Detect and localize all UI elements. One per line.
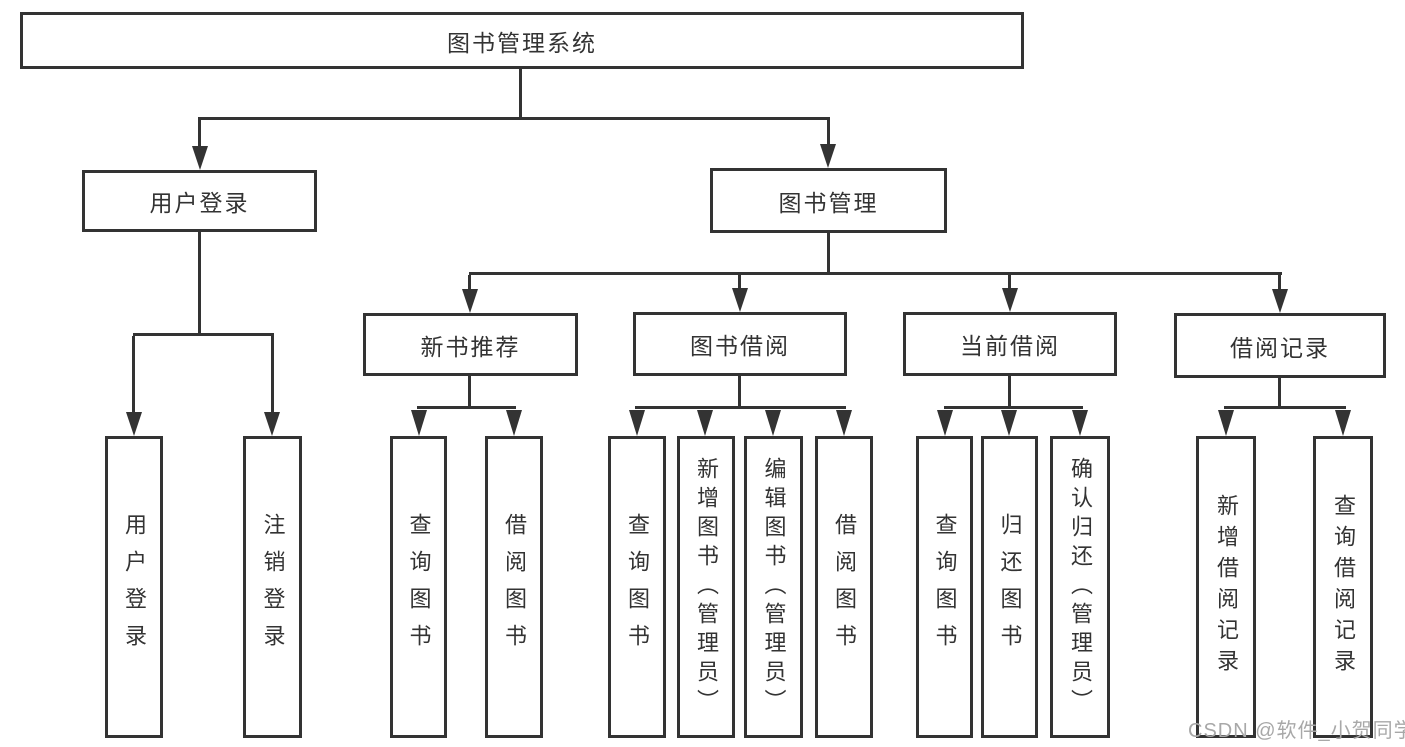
- leaf-query-books-borrow: 查询图书: [608, 436, 666, 738]
- node-borrow-records: 借阅记录: [1174, 313, 1386, 378]
- leaf-user-login-label: 用户登录: [122, 513, 147, 661]
- leaf-logout-label: 注销登录: [260, 513, 286, 661]
- arrow-to-leaf-query-books-recommend: [411, 410, 427, 436]
- arrow-to-leaf-user-login: [126, 412, 142, 436]
- leaf-borrow-books-recommend: 借阅图书: [485, 436, 543, 738]
- leaf-query-books-current-label: 查询图书: [932, 513, 958, 661]
- connector-user-login-rail: [133, 333, 274, 336]
- arrow-to-borrow-records: [1272, 289, 1288, 313]
- arrow-to-leaf-add-books: [697, 410, 713, 436]
- leaf-return-books: 归还图书: [981, 436, 1038, 738]
- leaf-query-books-borrow-label: 查询图书: [625, 513, 650, 661]
- arrow-to-new-book-recommend: [462, 289, 478, 313]
- connector-root-stem: [519, 69, 522, 120]
- node-current-borrow-label: 当前借阅: [960, 333, 1060, 359]
- node-new-book-recommend-label: 新书推荐: [420, 333, 521, 360]
- leaf-add-borrow-record-label: 新增借阅记录: [1214, 494, 1239, 680]
- arrow-to-leaf-logout: [264, 412, 280, 436]
- leaf-add-books-admin-label: 新增图书（管理员）: [694, 456, 719, 718]
- connector-recommend-drop: [468, 275, 471, 292]
- leaf-edit-books-admin: 编辑图书（管理员）: [744, 436, 803, 738]
- connector-user-login-stem: [198, 232, 201, 336]
- leaf-query-books-recommend-label: 查询图书: [406, 513, 432, 661]
- node-current-borrow: 当前借阅: [903, 312, 1117, 376]
- leaf-confirm-return-admin-label: 确认归还（管理员）: [1068, 456, 1093, 718]
- node-user-login-label: 用户登录: [149, 190, 250, 216]
- arrow-to-leaf-add-borrow-record: [1218, 410, 1234, 436]
- arrow-to-leaf-query-borrow-record: [1335, 410, 1351, 436]
- leaf-borrow-books-label: 借阅图书: [832, 513, 857, 661]
- leaf-add-borrow-record: 新增借阅记录: [1196, 436, 1256, 738]
- connector-borrow-rail: [635, 406, 846, 409]
- connector-current-drop: [1008, 275, 1011, 292]
- leaf-user-login: 用户登录: [105, 436, 163, 738]
- connector-user-login-drop: [198, 120, 201, 150]
- connector-records-stem: [1278, 378, 1281, 409]
- node-borrow-records-label: 借阅记录: [1230, 334, 1330, 361]
- leaf-query-books-recommend: 查询图书: [390, 436, 447, 738]
- connector-current-rail: [944, 406, 1083, 409]
- arrow-to-leaf-query-books-current: [937, 410, 953, 436]
- connector-leaf1-drop: [132, 336, 135, 414]
- connector-leaf2-drop: [271, 336, 274, 414]
- connector-recommend-stem: [468, 376, 471, 409]
- node-book-management-label: 图书管理: [778, 189, 879, 216]
- node-user-login: 用户登录: [82, 170, 317, 232]
- connector-book-mgmt-drop: [827, 120, 830, 146]
- arrow-to-user-login: [192, 146, 208, 170]
- leaf-return-books-label: 归还图书: [997, 513, 1023, 661]
- leaf-borrow-books: 借阅图书: [815, 436, 873, 738]
- arrow-to-leaf-edit-books: [765, 410, 781, 436]
- connector-borrow-drop: [738, 275, 741, 292]
- arrow-to-leaf-borrow-books: [836, 410, 852, 436]
- connector-records-rail: [1224, 406, 1346, 409]
- connector-current-stem: [1008, 376, 1011, 409]
- arrow-to-current-borrow: [1002, 288, 1018, 312]
- arrow-to-leaf-return-books: [1001, 410, 1017, 436]
- arrow-to-book-borrow: [732, 288, 748, 312]
- node-book-borrow: 图书借阅: [633, 312, 847, 376]
- leaf-borrow-books-recommend-label: 借阅图书: [502, 513, 527, 661]
- node-root: 图书管理系统: [20, 12, 1024, 69]
- arrow-to-leaf-query-books-borrow: [629, 410, 645, 436]
- connector-borrow-stem: [738, 376, 741, 409]
- arrow-to-leaf-confirm-return: [1072, 410, 1088, 436]
- node-new-book-recommend: 新书推荐: [363, 313, 578, 376]
- watermark: CSDN @软件_小贺同学: [1188, 720, 1405, 742]
- leaf-edit-books-admin-label: 编辑图书（管理员）: [761, 456, 787, 718]
- leaf-query-borrow-record: 查询借阅记录: [1313, 436, 1373, 738]
- connector-level2-rail: [198, 117, 830, 120]
- connector-recommend-rail: [417, 406, 516, 409]
- connector-book-mgmt-stem: [827, 233, 830, 275]
- node-book-management: 图书管理: [710, 168, 947, 233]
- node-book-borrow-label: 图书借阅: [690, 333, 790, 359]
- leaf-query-borrow-record-label: 查询借阅记录: [1331, 494, 1356, 680]
- leaf-add-books-admin: 新增图书（管理员）: [677, 436, 735, 738]
- arrow-to-book-management: [820, 144, 836, 168]
- leaf-logout: 注销登录: [243, 436, 302, 738]
- leaf-query-books-current: 查询图书: [916, 436, 973, 738]
- node-root-label: 图书管理系统: [447, 29, 597, 56]
- leaf-confirm-return-admin: 确认归还（管理员）: [1050, 436, 1110, 738]
- connector-records-drop: [1278, 275, 1281, 292]
- arrow-to-leaf-borrow-books-recommend: [506, 410, 522, 436]
- connector-level3-rail: [469, 272, 1282, 275]
